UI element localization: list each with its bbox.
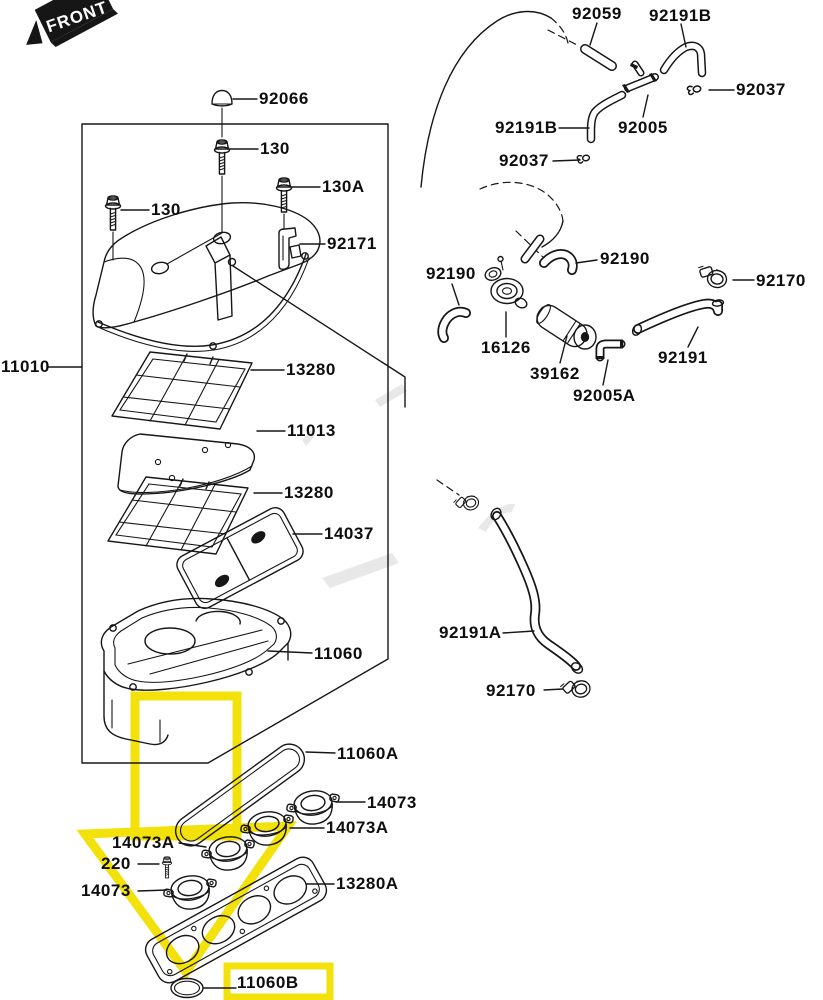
air-suction-valve-16126 xyxy=(484,255,528,309)
lower-housing-11060 xyxy=(100,597,292,746)
bolt-130-top xyxy=(213,139,231,175)
duct-cap-14073A-left xyxy=(198,832,259,875)
assembly-bracket-11010 xyxy=(47,123,389,764)
elbow-92190-left xyxy=(437,306,471,343)
screw-220-drawing xyxy=(161,856,173,879)
clamp-92170-right xyxy=(695,263,730,290)
panel-14037-drawing xyxy=(176,507,304,609)
elbow-92190-top xyxy=(539,249,578,275)
filter-screen-13280-lower xyxy=(107,476,249,555)
clamp-upper-92191A xyxy=(452,491,482,516)
hose-92191 xyxy=(631,298,725,336)
tube-ghost-segment xyxy=(520,234,545,264)
seal-11060A-drawing xyxy=(174,743,306,847)
oring-11060B-drawing xyxy=(170,977,204,999)
cap-92066-drawing xyxy=(211,89,233,138)
clamp-92170-bottom xyxy=(559,675,593,703)
front-direction-badge: FRONT xyxy=(26,0,118,47)
bracket-92171-drawing xyxy=(278,227,302,270)
filter-element-11013 xyxy=(117,433,256,495)
hose-92191B-left xyxy=(586,90,627,144)
clamp-92037-right xyxy=(686,83,703,96)
hose-92191A xyxy=(436,479,584,674)
tee-fitting-92005 xyxy=(622,60,659,93)
ghost-outline xyxy=(420,10,569,260)
bolt-130-left xyxy=(104,195,122,231)
elbow-92005A xyxy=(595,339,626,362)
duct-cap-14073A-right xyxy=(237,807,298,850)
base-plate-13280A xyxy=(144,856,328,984)
vent-leader-line xyxy=(232,265,406,408)
air-cleaner-cover-drawing xyxy=(92,201,321,352)
filter-screen-13280-upper xyxy=(111,351,253,430)
leader-lines xyxy=(120,22,755,989)
clamp-92037-left xyxy=(576,152,591,165)
resonator-39162 xyxy=(536,303,597,350)
hose-92059-drawing xyxy=(547,29,617,71)
watermark-fragments xyxy=(302,384,515,588)
hose-92191B-right xyxy=(659,41,707,78)
